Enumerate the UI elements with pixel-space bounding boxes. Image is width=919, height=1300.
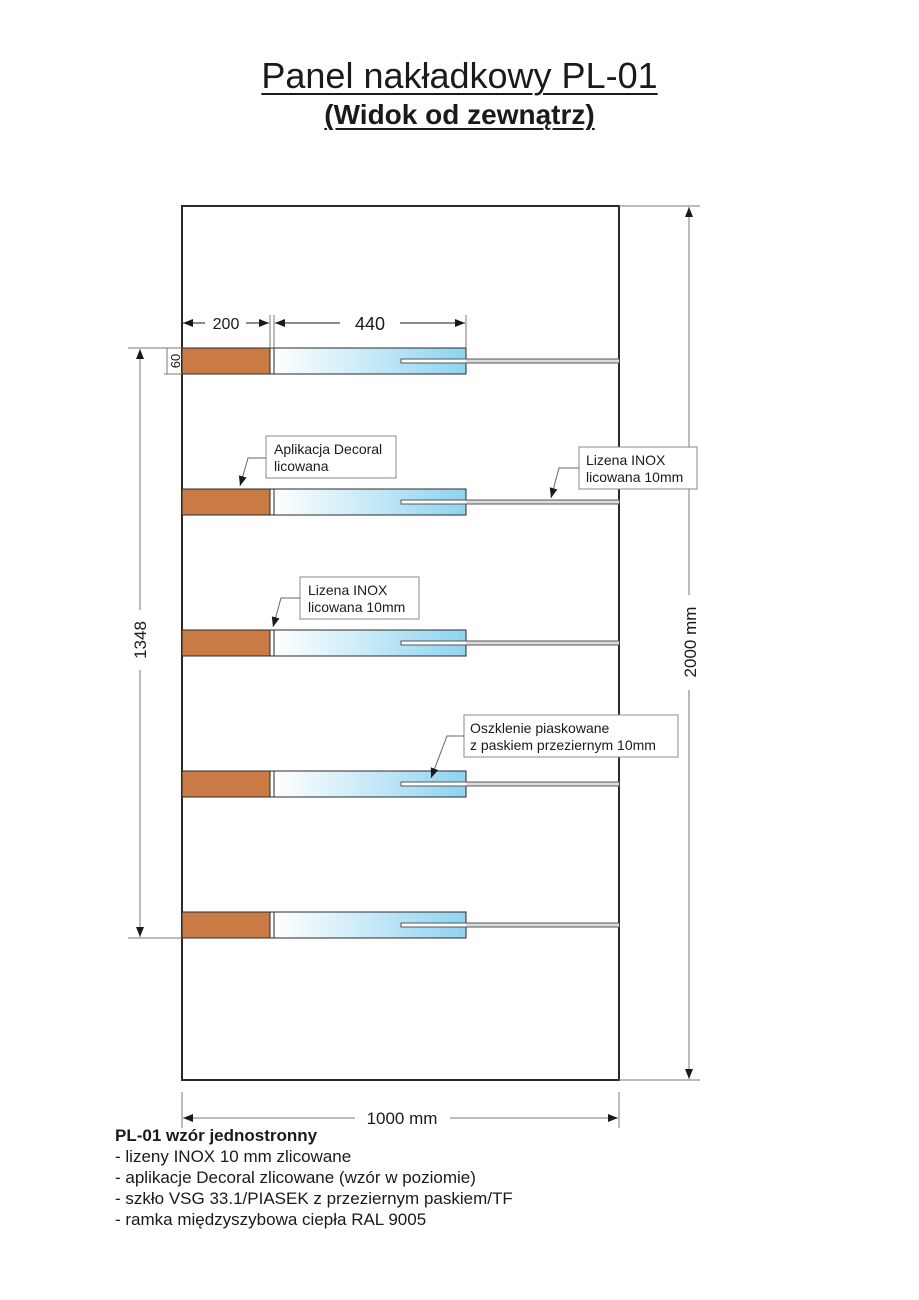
specification-notes: PL-01 wzór jednostronny - lizeny INOX 10…: [115, 1125, 513, 1230]
callout-inox-left-line2: licowana 10mm: [308, 599, 405, 615]
dimension-top: 200 440: [183, 314, 467, 348]
callout-inox-right-line2: licowana 10mm: [586, 469, 683, 485]
dim-glass-width: 440: [355, 314, 385, 334]
dimension-panel-width: 1000 mm: [181, 1092, 620, 1128]
dimension-panel-height: 2000 mm: [619, 205, 700, 1081]
callout-glass-line2: z paskiem przeziernym 10mm: [470, 737, 656, 753]
decoral-application: [181, 629, 271, 657]
decoral-application: [181, 911, 271, 939]
callout-inox-left: Lizena INOX licowana 10mm: [271, 576, 420, 628]
dimension-strip-height: 60: [164, 347, 183, 375]
callout-decoral: Aplikacja Decoral licowana: [238, 435, 397, 487]
dim-strip-height: 60: [168, 354, 183, 368]
inox-strip-fill: [466, 359, 619, 363]
inox-strip-vertical: [269, 488, 275, 516]
decoral-application: [181, 488, 271, 516]
callout-glass: Oszklenie piaskowane z paskiem przeziern…: [430, 714, 679, 779]
decoral-application: [181, 347, 271, 375]
strips-group: [181, 347, 620, 939]
inox-strip-vertical: [269, 629, 275, 657]
dim-decoral-width: 200: [213, 316, 240, 333]
dim-panel-width: 1000 mm: [367, 1109, 438, 1128]
callout-decoral-line2: licowana: [274, 458, 329, 474]
dim-panel-height: 2000 mm: [681, 607, 700, 678]
dimension-strips-span: 1348: [128, 347, 182, 939]
callout-inox-left-line1: Lizena INOX: [308, 582, 388, 598]
inox-strip-fill: [466, 641, 619, 645]
notes-heading: PL-01 wzór jednostronny: [115, 1126, 318, 1145]
drawing-title: Panel nakładkowy PL-01: [261, 55, 658, 96]
dim-strips-span: 1348: [131, 621, 150, 659]
notes-item: - szkło VSG 33.1/PIASEK z przeziernym pa…: [115, 1189, 513, 1208]
inox-strip-fill: [466, 782, 619, 786]
inox-strip-fill: [466, 923, 619, 927]
callout-inox-right-line1: Lizena INOX: [586, 452, 666, 468]
inox-strip-vertical: [269, 911, 275, 939]
callout-glass-line1: Oszklenie piaskowane: [470, 720, 610, 736]
drawing-subtitle: (Widok od zewnątrz): [324, 99, 595, 130]
inox-strip-vertical: [269, 347, 275, 375]
inox-strip-fill: [466, 500, 619, 504]
inox-strip-vertical: [269, 770, 275, 798]
decoral-application: [181, 770, 271, 798]
notes-item: - lizeny INOX 10 mm zlicowane: [115, 1147, 352, 1166]
notes-item: - ramka międzyszybowa ciepła RAL 9005: [115, 1210, 427, 1229]
callout-decoral-line1: Aplikacja Decoral: [274, 441, 382, 457]
notes-item: - aplikacje Decoral zlicowane (wzór w po…: [115, 1168, 476, 1187]
callout-inox-right: Lizena INOX licowana 10mm: [549, 446, 698, 499]
